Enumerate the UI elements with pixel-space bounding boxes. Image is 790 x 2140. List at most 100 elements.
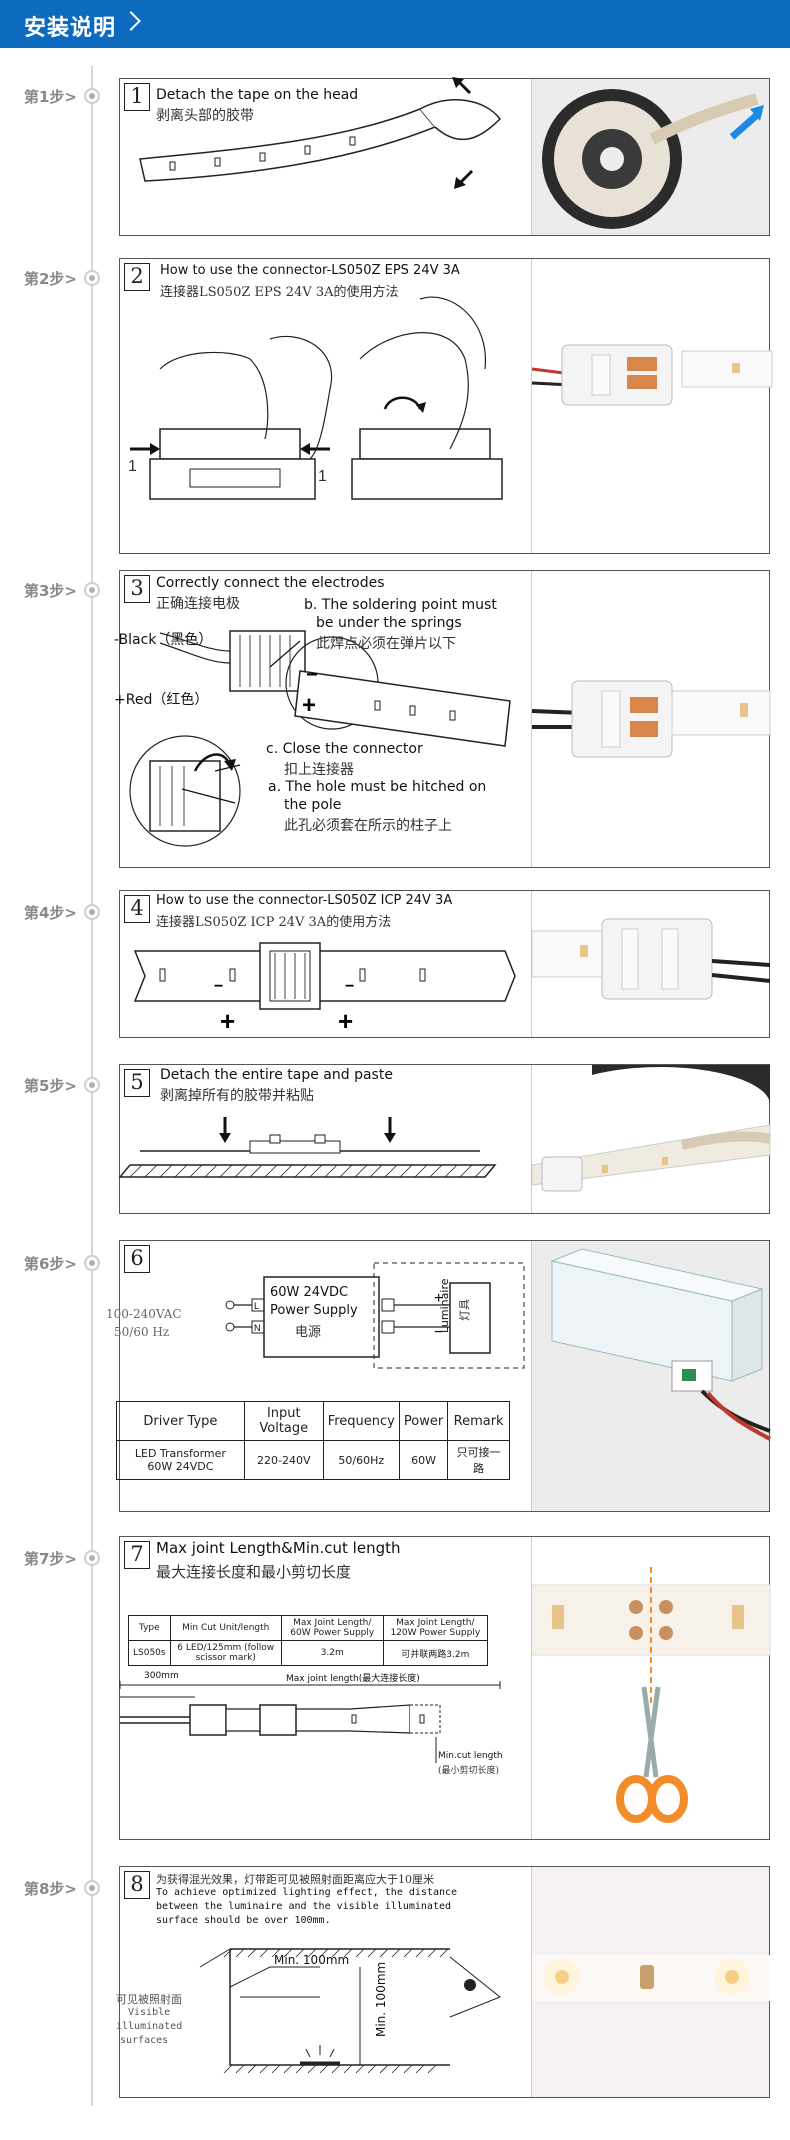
luminaire-zh-label: 灯具 xyxy=(458,1299,471,1321)
psu-type-label: Power Supply xyxy=(270,1303,358,1318)
step-7-title-en: Max joint Length&Min.cut length xyxy=(156,1539,401,1557)
step-number: 4 xyxy=(124,895,150,923)
step-5-dot xyxy=(84,1077,100,1093)
step-number: 5 xyxy=(124,1069,150,1097)
dim-max-joint: Max joint length(最大连接长度) xyxy=(286,1674,420,1684)
min-cut-label: Min.cut length xyxy=(438,1751,503,1761)
step-number: 8 xyxy=(124,1871,150,1899)
joint-length-diagram xyxy=(119,1681,501,1763)
note-a-zh: 此孔必须套在所示的柱子上 xyxy=(284,818,452,834)
electrode-photo xyxy=(531,571,771,867)
step-6-card: 6 L N + − 100-240VAC 50/60 Hz 60W 24VDC … xyxy=(106,1240,771,1512)
table-header: Input Voltage xyxy=(243,1401,324,1441)
svg-text:+: + xyxy=(338,1006,353,1036)
step-2-label: 第2步> xyxy=(24,270,78,288)
table-cell: 220-240V xyxy=(243,1440,324,1480)
table-header: Remark xyxy=(447,1401,510,1441)
step-8-label: 第8步> xyxy=(24,1880,78,1898)
tape-reel-photo xyxy=(531,79,769,235)
chevron-right-icon xyxy=(121,11,141,31)
step-number: 2 xyxy=(124,263,150,291)
cut-scissors-photo xyxy=(531,1537,771,1839)
connector-hands-diagram: 1 1 xyxy=(128,296,503,500)
table-header: Frequency xyxy=(322,1401,400,1441)
step-5-title-en: Detach the entire tape and paste xyxy=(160,1067,393,1083)
section-header: 安装说明 xyxy=(0,0,790,48)
table-cell: 60W xyxy=(398,1440,449,1480)
step-1-dot xyxy=(84,88,100,104)
step-8-card: 8 为获得混光效果，灯带距可见被照射面距离应大于10厘米 To achieve … xyxy=(116,1866,770,2098)
step-number: 7 xyxy=(124,1541,150,1569)
table-cell: LED Transformer 60W 24VDC xyxy=(116,1440,245,1480)
note-c-zh: 扣上连接器 xyxy=(284,762,354,778)
step-7-dot xyxy=(84,1550,100,1566)
step-8-dot xyxy=(84,1880,100,1896)
surface-zh-label: 可见被照射面 xyxy=(116,1993,182,2006)
driver-spec-table: Driver Type Input Voltage Frequency Powe… xyxy=(116,1401,510,1480)
cut-length-table: Type Min Cut Unit/length Max Joint Lengt… xyxy=(128,1615,489,1666)
step-4-title-zh: 连接器LS050Z ICP 24V 3A的使用方法 xyxy=(156,915,392,930)
step-8-note-zh: 为获得混光效果，灯带距可见被照射面距离应大于10厘米 xyxy=(156,1873,434,1886)
min-100mm-vertical: Min. 100mm xyxy=(374,1961,388,2037)
tape-detach-diagram xyxy=(139,77,501,189)
input-frequency-label: 50/60 Hz xyxy=(114,1325,170,1339)
black-wire-label: -Black（黑色） xyxy=(114,632,213,648)
step-1-label: 第1步> xyxy=(24,88,78,106)
connector-icp-photo xyxy=(531,891,771,1037)
callout-1-left: 1 xyxy=(128,458,137,475)
step-8-note-en-3: surface should be over 100mm. xyxy=(156,1915,331,1926)
table-header: Driver Type xyxy=(116,1401,245,1441)
table-header: Power xyxy=(398,1401,449,1441)
electrode-diagram: − + xyxy=(129,630,511,847)
step-2-dot xyxy=(84,270,100,286)
surface-en-2: illuminated xyxy=(116,2021,183,2032)
svg-text:+: + xyxy=(434,1290,443,1307)
note-b-line2: be under the springs xyxy=(316,615,462,631)
svg-text:−: − xyxy=(214,978,223,995)
step-7-title-zh: 最大连接长度和最小剪切长度 xyxy=(156,1563,352,1581)
step-4-dot xyxy=(84,904,100,920)
step-4-title-en: How to use the connector-LS050Z ICP 24V … xyxy=(156,893,453,908)
paste-tape-photo xyxy=(531,1065,772,1213)
section-title: 安装说明 xyxy=(24,16,117,41)
paste-tape-diagram xyxy=(118,1117,497,1178)
callout-1-right: 1 xyxy=(318,468,327,485)
min-cut-zh-label: (最小剪切长度) xyxy=(438,1766,500,1776)
table-cell: LS050s xyxy=(128,1640,171,1666)
step-6-label: 第6步> xyxy=(24,1255,78,1273)
step-number: 1 xyxy=(124,83,150,111)
svg-text:−: − xyxy=(345,978,354,995)
table-header: Max Joint Length/ 60W Power Supply xyxy=(280,1615,384,1641)
surface-en-3: surfaces xyxy=(120,2035,169,2046)
step-1-card: 1 Detach the tape on the head 剥离头部的胶带 xyxy=(119,77,770,236)
svg-text:N: N xyxy=(254,1323,261,1333)
table-cell: 可并联两路3.2m xyxy=(382,1640,489,1666)
min-100mm-horizontal: Min. 100mm xyxy=(274,1953,350,1967)
svg-text:L: L xyxy=(254,1301,259,1311)
distance-diagram xyxy=(199,1948,501,2074)
step-8-note-en-1: To achieve optimized lighting effect, th… xyxy=(156,1887,458,1898)
luminaire-label: Luminaire xyxy=(438,1278,451,1334)
red-wire-label: +Red（红色） xyxy=(114,692,209,708)
svg-text:−: − xyxy=(434,1324,443,1341)
step-4-label: 第4步> xyxy=(24,904,78,922)
step-1-title-en: Detach the tape on the head xyxy=(156,87,359,103)
step-3-card: 3 Correctly connect the electrodes 正确连接电… xyxy=(114,570,771,868)
step-3-label: 第3步> xyxy=(24,582,78,600)
step-4-card: 4 How to use the connector-LS050Z ICP 24… xyxy=(119,890,771,1038)
step-5-label: 第5步> xyxy=(24,1077,78,1095)
step-number: 6 xyxy=(124,1245,150,1273)
step-1-title-zh: 剥离头部的胶带 xyxy=(156,108,254,124)
table-cell: 只可接一路 xyxy=(447,1440,510,1480)
svg-text:+: + xyxy=(302,692,316,719)
connector-icp-diagram: − − + + xyxy=(133,942,516,1036)
dim-300mm: 300mm xyxy=(144,1671,179,1681)
lit-strip-photo xyxy=(531,1867,770,2097)
step-3-title-en: Correctly connect the electrodes xyxy=(156,575,385,591)
note-b-zh: 此焊点必须在弹片以下 xyxy=(316,636,456,652)
note-c-en: c. Close the connector xyxy=(266,741,423,757)
table-cell: 50/60Hz xyxy=(322,1440,400,1480)
step-5-card: 5 Detach the entire tape and paste 剥离掉所有… xyxy=(118,1064,772,1214)
step-5-title-zh: 剥离掉所有的胶带并粘贴 xyxy=(160,1088,314,1104)
surface-en-1: Visible xyxy=(128,2007,171,2018)
